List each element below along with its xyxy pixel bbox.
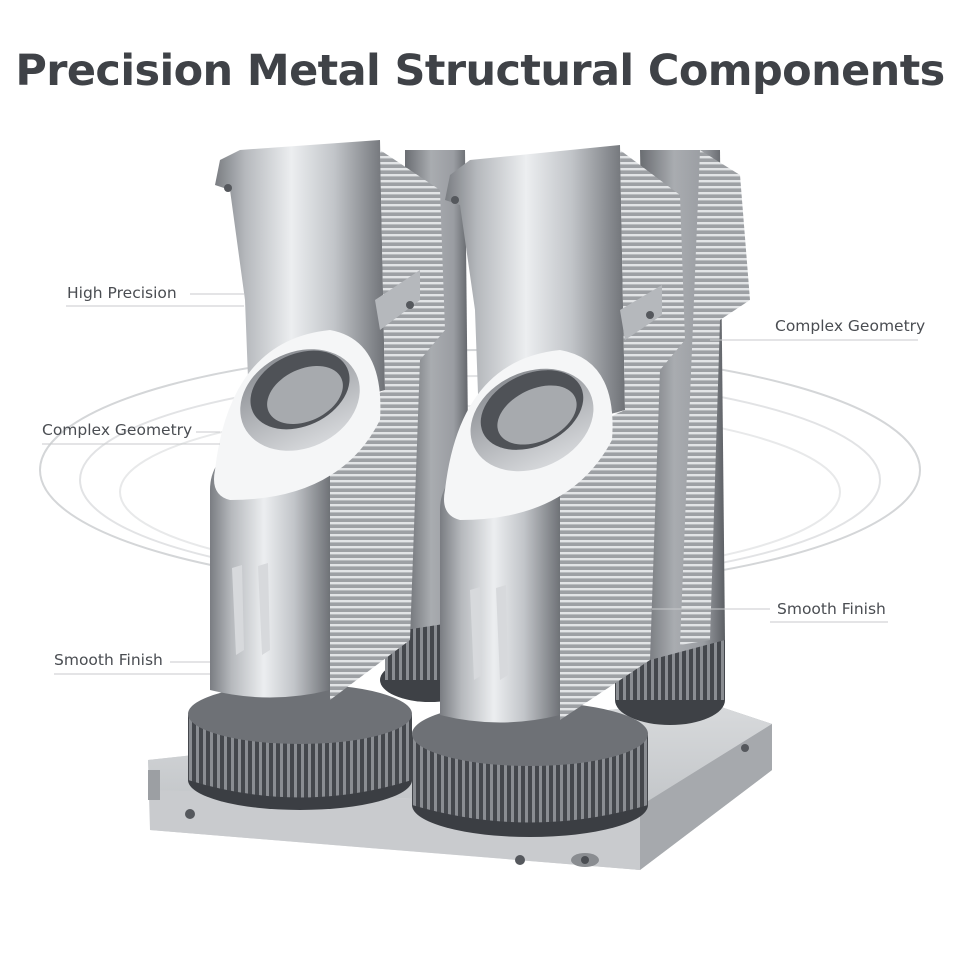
component-front-right bbox=[412, 145, 685, 837]
callout-smooth-finish-right: Smooth Finish bbox=[777, 600, 886, 618]
callout-smooth-finish-left: Smooth Finish bbox=[54, 651, 163, 669]
callout-complex-geometry-left: Complex Geometry bbox=[42, 421, 193, 439]
component-front-left bbox=[188, 140, 445, 810]
callout-complex-geometry-right: Complex Geometry bbox=[775, 317, 926, 335]
callout-leaders bbox=[42, 293, 918, 675]
callout-high-precision: High Precision bbox=[67, 284, 177, 302]
page-title: Precision Metal Structural Components bbox=[15, 46, 945, 96]
